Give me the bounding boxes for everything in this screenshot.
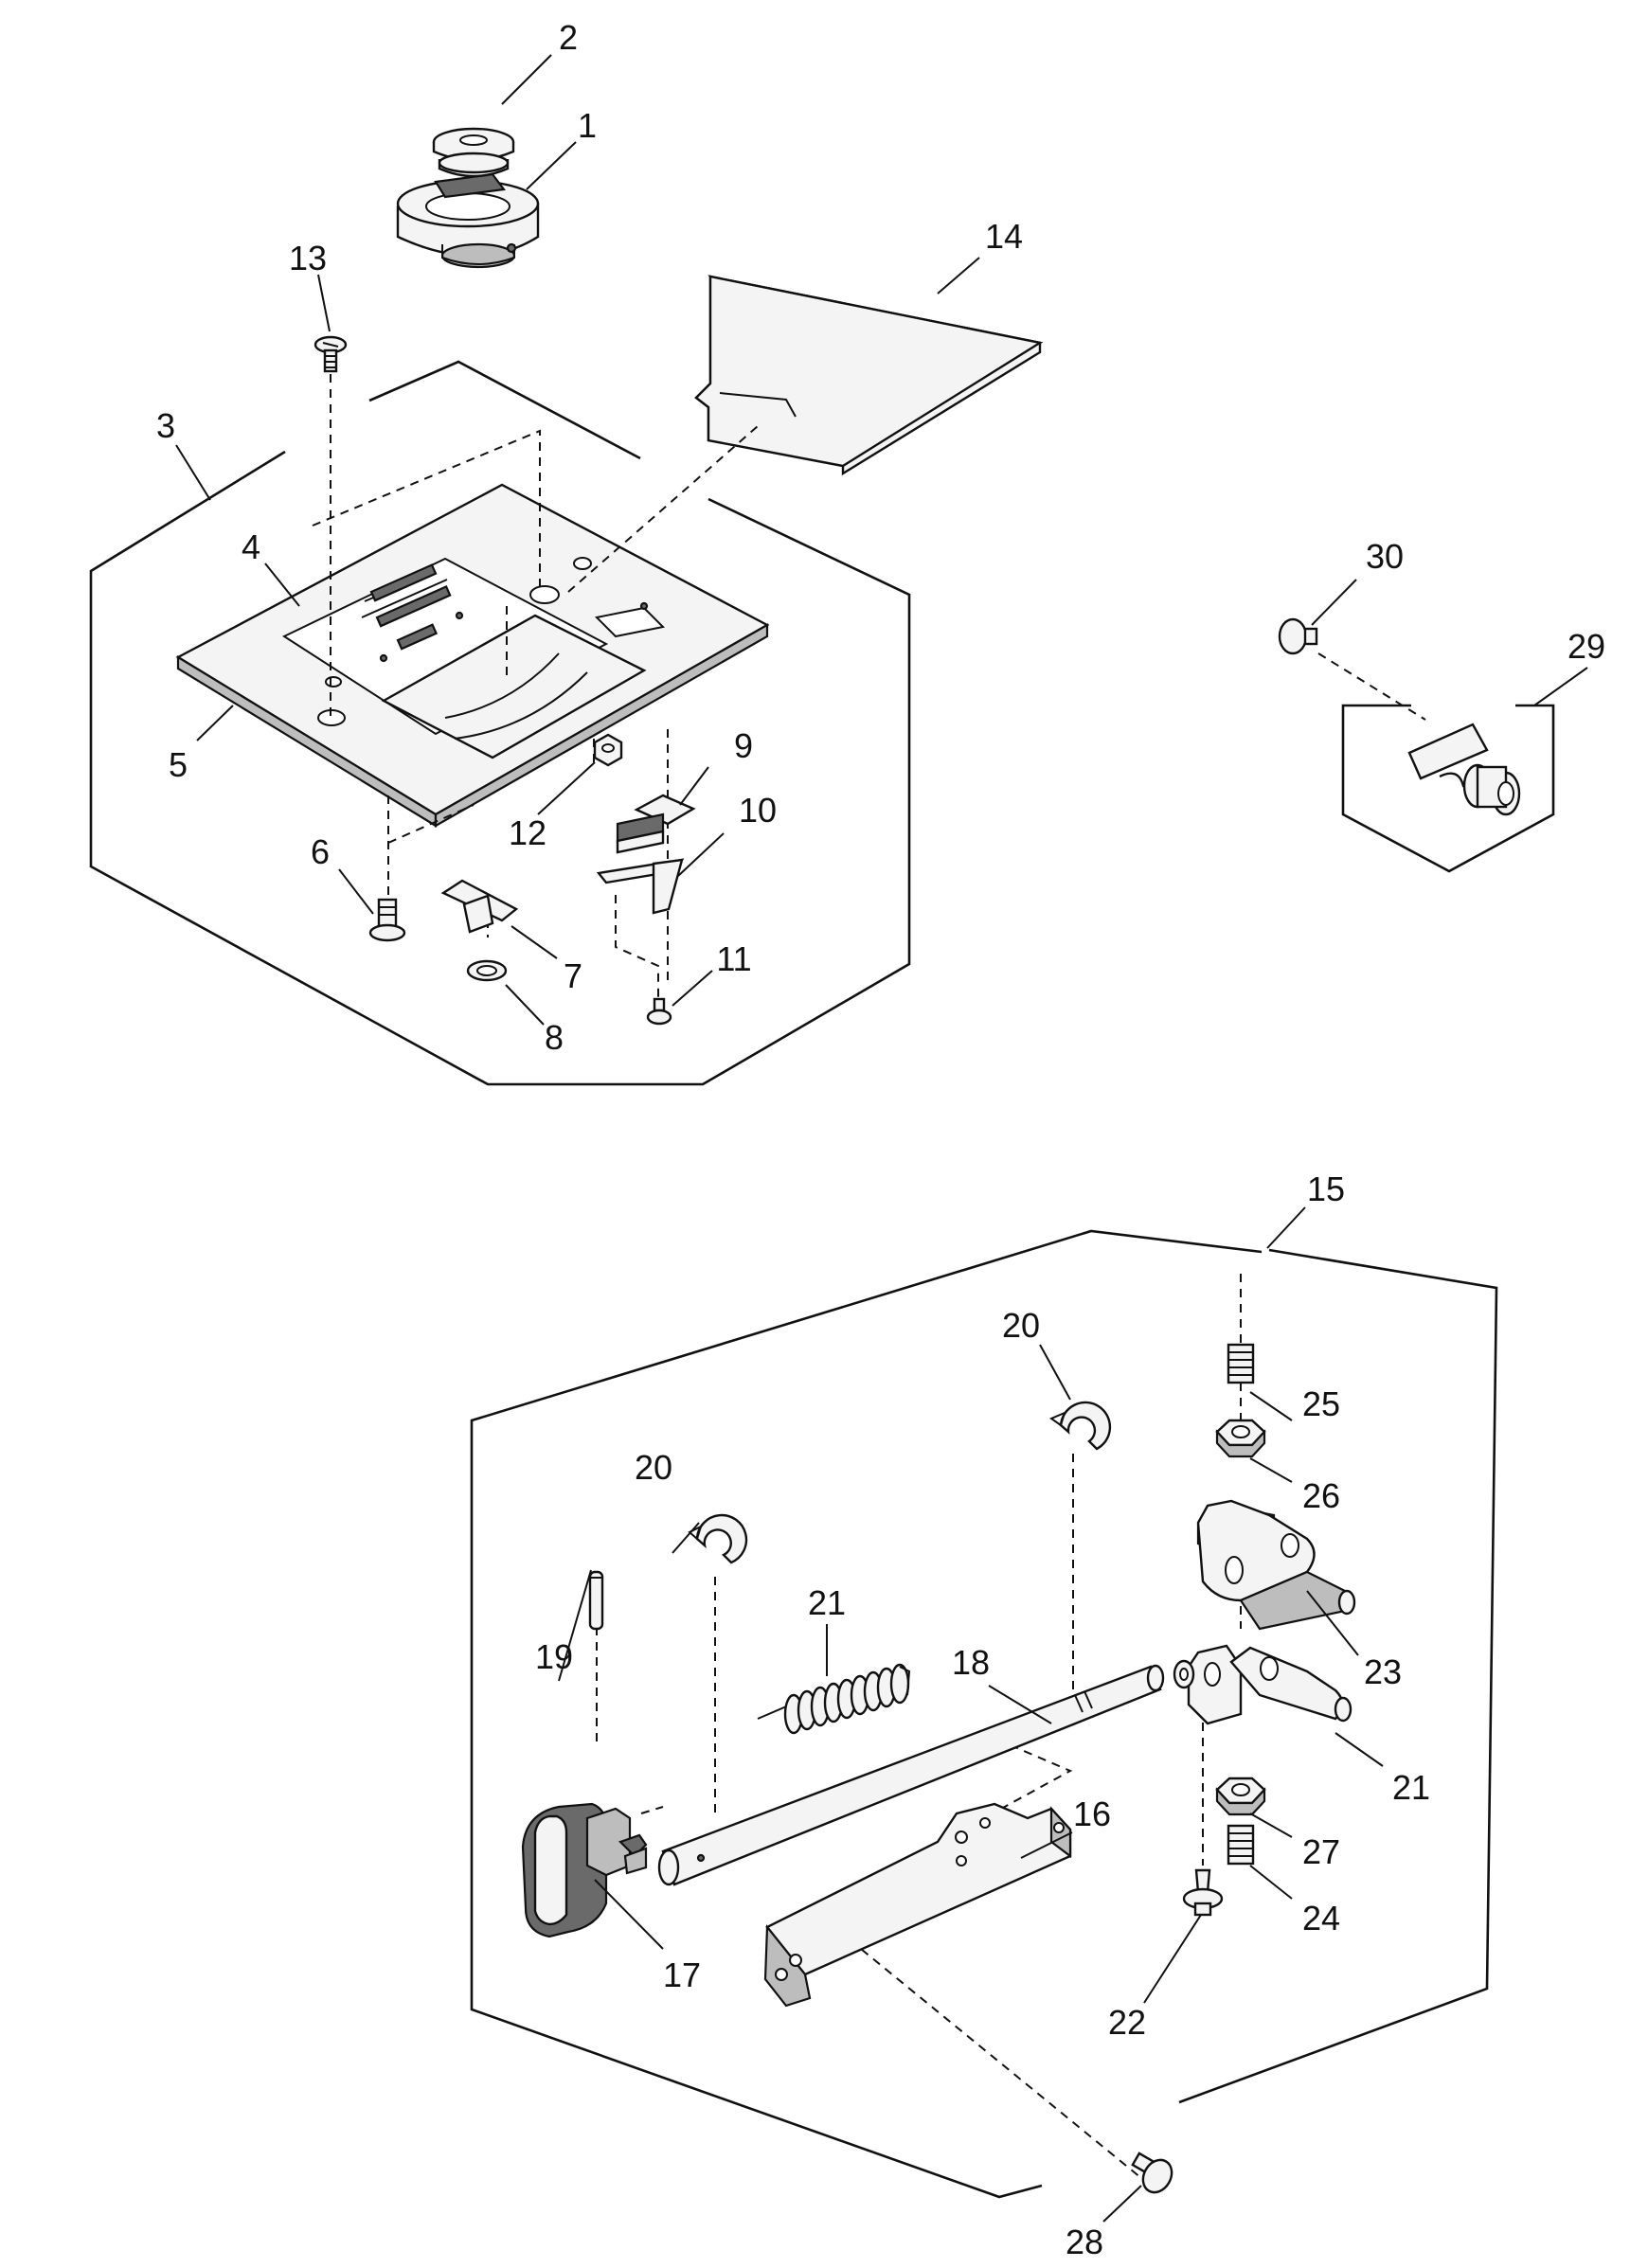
callout-27-top: 26	[1302, 1476, 1340, 1515]
callout-9: 9	[734, 726, 753, 765]
bracket-10-part	[596, 858, 685, 915]
callout-8: 8	[545, 1018, 564, 1057]
callout-18: 18	[952, 1643, 990, 1682]
part-9-assembly	[616, 794, 696, 854]
callout-4: 4	[242, 527, 260, 566]
slide-cover-14-part	[694, 275, 1044, 476]
callout-19: 19	[535, 1637, 573, 1676]
assembly-3-outline	[89, 360, 911, 1086]
bracket-16-part	[763, 1802, 1072, 2008]
leader-lines	[175, 54, 1588, 2223]
callout-6: 6	[311, 832, 330, 871]
callout-20-left: 20	[635, 1448, 672, 1487]
callout-12: 12	[509, 813, 546, 852]
lever-17-part	[521, 1802, 648, 1938]
callout-3: 3	[156, 406, 175, 445]
callout-1: 1	[578, 106, 597, 145]
screw-6-part	[368, 898, 406, 942]
plate-7-part	[440, 879, 519, 934]
callout-11: 11	[716, 939, 751, 978]
callout-14: 14	[985, 217, 1023, 256]
screw-11-part	[646, 997, 672, 1026]
guide-line-29	[1317, 652, 1426, 721]
callout-22: 21	[1392, 1768, 1430, 1807]
callout-26: 25	[1302, 1384, 1340, 1423]
e-ring-20-right-part	[1048, 1401, 1112, 1451]
callout-10: 10	[739, 791, 777, 830]
washer-30-part	[1278, 617, 1318, 655]
ring-8-part	[466, 959, 508, 982]
set-screw-26-part	[1227, 1343, 1255, 1384]
callout-5: 5	[169, 745, 188, 784]
nut-27-bottom-part	[1215, 1777, 1266, 1816]
assembly-15-outline	[470, 1229, 1498, 2199]
callout-16: 16	[1073, 1795, 1111, 1833]
assembly-29-outline	[1341, 704, 1555, 873]
bobbin-case-part	[396, 172, 540, 269]
callout-21: 21	[808, 1583, 846, 1622]
spring-21-part	[757, 1663, 911, 1735]
callout-30: 30	[1366, 537, 1404, 576]
callout-7: 7	[564, 956, 582, 995]
screw-23-part	[1182, 1868, 1224, 1917]
callout-20-right: 20	[1002, 1306, 1040, 1345]
callout-28: 28	[1066, 2223, 1103, 2261]
bobbin-part	[432, 127, 515, 178]
screw-13-part	[313, 335, 348, 373]
part-29-body	[1407, 723, 1521, 816]
callout-27-bottom: 27	[1302, 1832, 1340, 1871]
callout-2: 2	[559, 18, 578, 57]
part-24-assembly	[1196, 1499, 1356, 1631]
screw-28-part	[1131, 2152, 1173, 2194]
shaft-18-part	[657, 1664, 1165, 1886]
callout-15: 15	[1307, 1170, 1345, 1208]
pin-19-part	[588, 1570, 604, 1631]
callout-25: 24	[1302, 1899, 1340, 1938]
guide-lines-top	[312, 374, 759, 999]
nut-27-top-part	[1215, 1419, 1266, 1458]
nut-12-part	[593, 733, 623, 767]
callout-24: 23	[1364, 1652, 1402, 1691]
callout-29: 29	[1567, 627, 1605, 666]
callout-23: 22	[1108, 2003, 1146, 2042]
callout-13: 13	[289, 239, 327, 277]
set-screw-25-part	[1227, 1824, 1255, 1866]
needle-plate-part	[175, 483, 770, 828]
guide-lines-bottom	[596, 1274, 1242, 2179]
part-22-assembly	[1173, 1644, 1352, 1725]
callout-labels: 2 1 13 14 3 4 5 6 7 8 9 10 11 12 30 29 1…	[156, 18, 1605, 2261]
callout-17: 17	[663, 1955, 701, 1994]
e-ring-20-left-part	[688, 1513, 748, 1564]
